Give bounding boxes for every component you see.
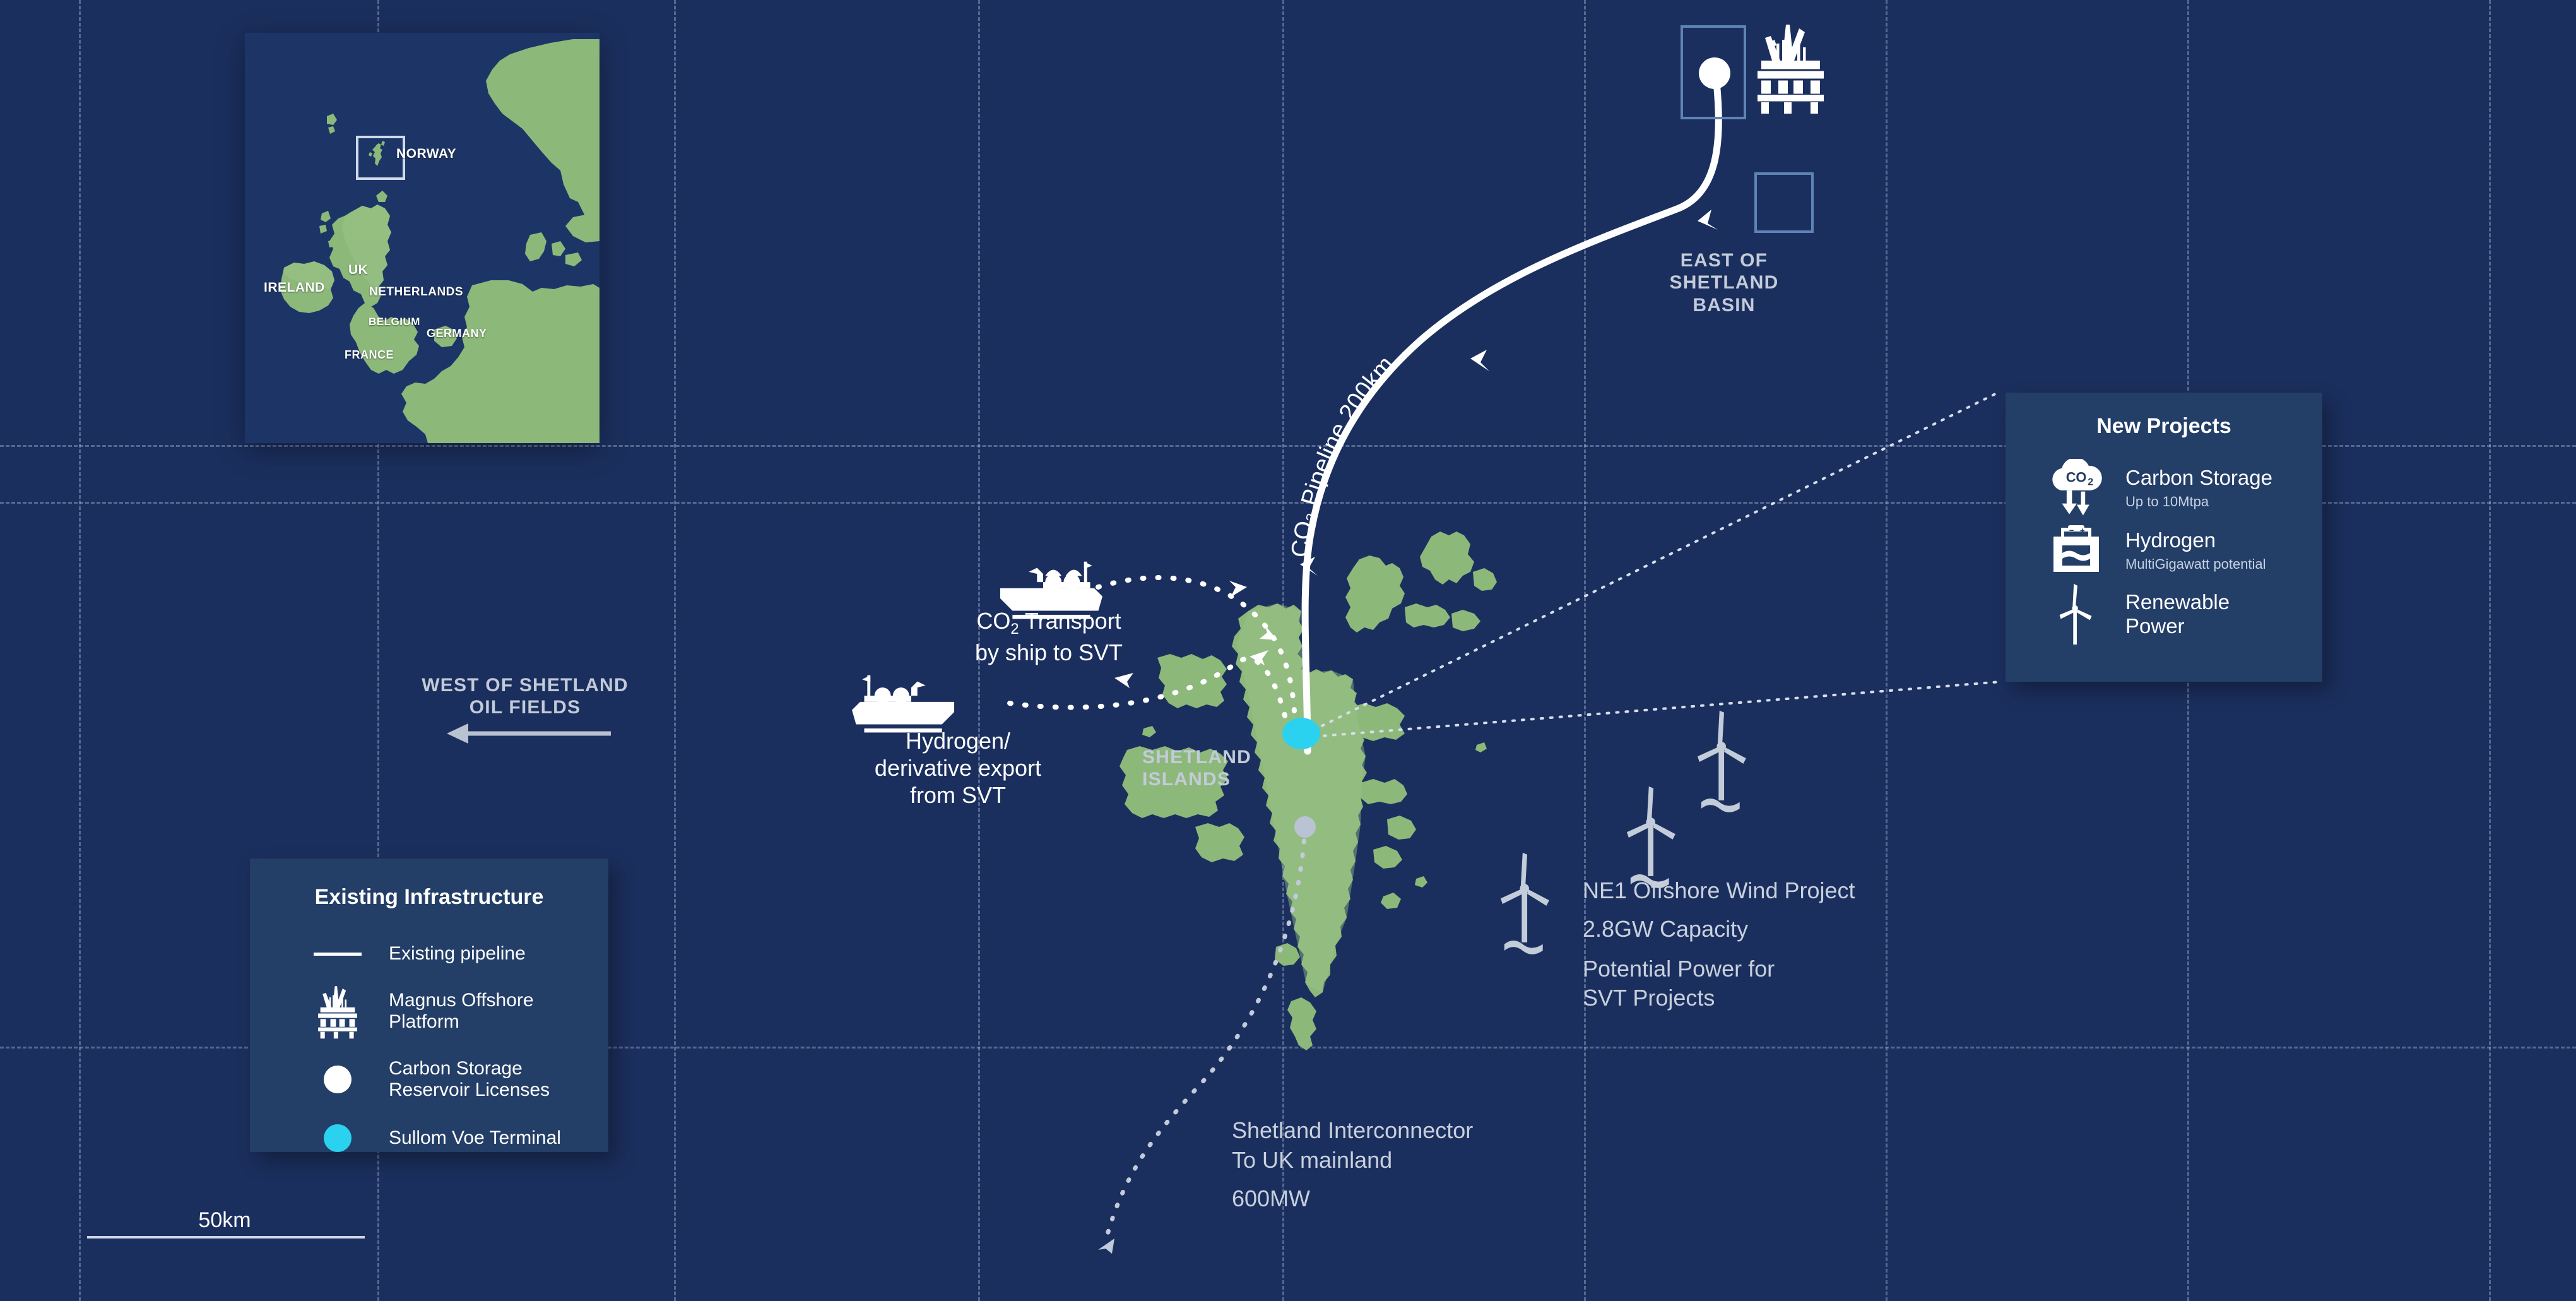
legend-label-hydrogen: Hydrogen [2125, 528, 2216, 552]
wind-turbine-icon [1698, 710, 1746, 812]
legend-item-carbon-storage[interactable]: CO 2 Carbon Storage Up to 10Mtpa [2006, 458, 2322, 518]
legend-item-sullom-voe-terminal[interactable]: Sullom Voe Terminal [250, 1119, 608, 1157]
legend-item-carbon-storage-licenses[interactable]: Carbon Storage Reservoir Licenses [250, 1057, 608, 1102]
co2-ship-icon [1000, 561, 1102, 619]
wind-turbine-icon [1501, 852, 1549, 954]
legend-label-carbon-storage: Carbon Storage [2125, 466, 2272, 490]
hydrogen-ship-route [1007, 656, 1291, 738]
inset-map-svg [245, 33, 600, 443]
pipeline-arrow [1698, 210, 1718, 230]
pipeline-arrow [1470, 350, 1489, 371]
svg-text:2: 2 [2088, 476, 2093, 487]
existing-infrastructure-panel: Existing Infrastructure Existing pipelin… [250, 858, 608, 1152]
white-circle-icon [304, 1057, 371, 1102]
shetland-locator-box [356, 136, 405, 180]
co2-pipeline-route [1300, 82, 1718, 751]
inset-country-label-france: FRANCE [345, 348, 394, 361]
shetland-interconnector-route [1103, 824, 1308, 1244]
legend-sub-carbon-storage: Up to 10Mtpa [2125, 493, 2209, 509]
co2-pipeline-label: CO₂ Pipeline 200km [1287, 351, 1399, 559]
inset-country-label-ireland: IRELAND [264, 280, 325, 295]
carbon-storage-reservoir-marker [1699, 57, 1730, 89]
west-of-shetland-arrow [447, 723, 611, 744]
legend-label-carbon-storage-licenses: Carbon Storage Reservoir Licenses [389, 1057, 550, 1100]
legend-text-carbon-storage: Carbon Storage Up to 10Mtpa [2125, 466, 2272, 510]
svg-text:+: + [2080, 526, 2085, 535]
new-projects-panel: New Projects CO 2 Carbon Storage [2006, 393, 2322, 682]
inset-country-label-germany: GERMANY [427, 327, 487, 340]
cyan-circle-icon [304, 1119, 371, 1157]
shetland-land-shading [1237, 603, 1366, 992]
legend-item-existing-pipeline[interactable]: Existing pipeline [250, 936, 608, 971]
inset-locator-map: NORWAY UK IRELAND NETHERLANDS BELGIUM GE… [245, 33, 600, 443]
svg-text:CO: CO [2066, 470, 2087, 485]
legend-label-existing-pipeline: Existing pipeline [389, 942, 526, 964]
inset-country-label-uk: UK [348, 263, 369, 277]
legend-sub-hydrogen: MultiGigawatt potential [2125, 555, 2266, 572]
shetland-islands-landmass [1120, 532, 1497, 1050]
carbon-storage-licence-box [1681, 25, 1746, 119]
inset-country-label-belgium: BELGIUM [369, 316, 420, 328]
pipeline-arrow [1300, 557, 1318, 576]
co2-cloud-icon: CO 2 [2041, 458, 2112, 518]
sullom-voe-terminal-marker[interactable] [1282, 718, 1320, 749]
ship-route-arrow [1114, 673, 1133, 688]
carbon-storage-licence-box [1754, 172, 1814, 233]
legend-text-hydrogen: Hydrogen MultiGigawatt potential [2125, 528, 2266, 573]
oil-platform-icon [1758, 25, 1824, 114]
legend-item-magnus-platform[interactable]: Magnus Offshore Platform [250, 982, 608, 1041]
panel-leader-lines [1304, 390, 2002, 739]
inset-land-shading [284, 205, 391, 289]
co2-ship-route [1096, 575, 1297, 735]
legend-label-magnus-platform: Magnus Offshore Platform [389, 989, 534, 1032]
legend-text-renewable-power: Renewable Power [2125, 590, 2230, 638]
ship-route-arrow [1260, 625, 1277, 640]
inset-country-label-norway: NORWAY [396, 146, 457, 161]
ship-route-arrow [1229, 581, 1247, 597]
legend-item-renewable-power[interactable]: Renewable Power [2006, 583, 2322, 646]
scale-bar-line [87, 1236, 365, 1239]
wind-turbine-icon [1627, 786, 1675, 888]
interconnector-origin-marker [1294, 816, 1316, 838]
ship-route-arrow [1250, 650, 1268, 665]
legend-item-hydrogen[interactable]: – + Hydrogen MultiGigawatt potential [2006, 525, 2322, 576]
pipeline-line-icon [304, 936, 371, 971]
hydrogen-ship-icon [852, 675, 955, 733]
inset-country-label-netherlands: NETHERLANDS [369, 285, 464, 299]
existing-infrastructure-title: Existing Infrastructure [314, 885, 544, 909]
new-projects-title: New Projects [2096, 414, 2231, 438]
shetland-mini-shape [369, 141, 385, 166]
legend-label-sullom-voe-terminal: Sullom Voe Terminal [389, 1127, 561, 1148]
hydrogen-tank-icon: – + [2041, 525, 2112, 576]
legend-label-renewable-power: Renewable Power [2125, 590, 2230, 638]
wind-turbine-icon [2041, 583, 2112, 646]
oil-platform-icon [304, 982, 371, 1041]
interconnector-arrow [1098, 1239, 1114, 1254]
svg-text:–: – [2069, 525, 2074, 535]
inset-landmasses [280, 39, 600, 443]
